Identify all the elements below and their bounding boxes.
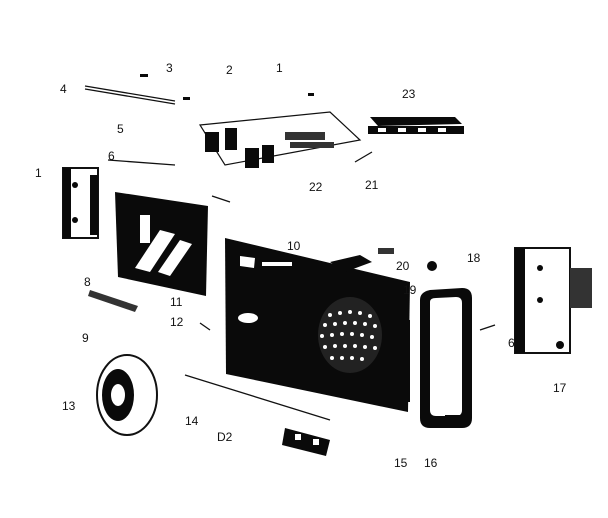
part-switch-board xyxy=(198,111,362,168)
label-15: 15 xyxy=(394,456,408,470)
part-labels: 1 2 3 4 5 6 1 8 9 10 11 12 13 14 D2 15 1… xyxy=(35,61,567,470)
part-rod-8 xyxy=(88,290,138,312)
part-thin-plate-15 xyxy=(400,320,410,402)
label-8: 8 xyxy=(84,275,91,289)
label-13: 13 xyxy=(62,399,76,413)
label-12: 12 xyxy=(170,315,184,329)
label-21: 21 xyxy=(365,178,379,192)
label-4: 4 xyxy=(60,82,67,96)
speaker-grille xyxy=(318,297,382,373)
part-left-side-bracket xyxy=(62,167,99,239)
label-2: 2 xyxy=(226,63,233,77)
label-19: 19 xyxy=(403,283,417,297)
part-right-side-bracket xyxy=(514,247,592,354)
label-9: 9 xyxy=(82,331,89,345)
label-6-left: 6 xyxy=(108,149,115,163)
label-17: 17 xyxy=(553,381,567,395)
label-16: 16 xyxy=(424,456,438,470)
label-6-right: 6 xyxy=(508,336,515,350)
label-18: 18 xyxy=(467,251,481,265)
label-3: 3 xyxy=(166,61,173,75)
part-strip-top xyxy=(84,85,176,105)
part-rail-14 xyxy=(184,374,331,456)
label-23: 23 xyxy=(402,87,416,101)
part-dial-panel xyxy=(115,192,208,296)
label-11: 11 xyxy=(170,295,183,309)
label-5: 5 xyxy=(117,122,124,136)
label-d2: D2 xyxy=(217,430,233,444)
part-back-cover xyxy=(420,288,472,428)
leader-lines xyxy=(107,151,496,331)
label-1-left: 1 xyxy=(35,166,42,180)
part-knob-13 xyxy=(96,354,158,436)
label-14: 14 xyxy=(185,414,199,428)
label-20: 20 xyxy=(396,259,410,273)
part-bracket-23 xyxy=(368,117,464,134)
label-10: 10 xyxy=(287,239,301,253)
part-small-bracket-20 xyxy=(330,248,437,272)
part-front-cabinet xyxy=(225,238,410,412)
label-22: 22 xyxy=(309,180,323,194)
label-1-top: 1 xyxy=(276,61,283,75)
part-screws-top xyxy=(140,74,314,100)
